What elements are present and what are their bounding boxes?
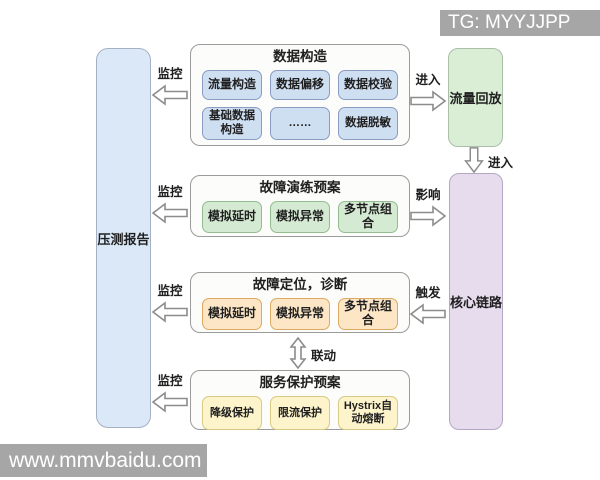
node-basic-data-construction: 基础数据构造 — [202, 107, 262, 140]
monitor-label: 监控 — [157, 185, 183, 199]
group-service-protection-plan: 服务保护预案 降级保护 限流保护 Hystrix自动熔断 — [190, 370, 410, 430]
group-title: 故障定位，诊断 — [252, 277, 348, 292]
node-degrade-protection: 降级保护 — [202, 396, 262, 430]
monitor-arrow-2: 监控 — [151, 184, 189, 224]
group-row: 流量构造 数据偏移 数据校验 — [202, 70, 398, 100]
node-pressure-test-report: 压测报告 — [96, 48, 151, 428]
arrow-left-icon — [151, 202, 188, 224]
node-simulate-exception: 模拟异常 — [270, 201, 330, 233]
enter-label: 进入 — [488, 156, 514, 170]
trigger-arrow: 触发 — [409, 285, 447, 325]
arrow-left-icon — [151, 301, 188, 323]
monitor-label: 监控 — [157, 67, 183, 81]
group-row: 降级保护 限流保护 Hystrix自动熔断 — [202, 396, 398, 430]
group-fault-drill-plan: 故障演练预案 模拟延时 模拟异常 多节点组合 — [190, 175, 410, 237]
node-data-masking: 数据脱敏 — [338, 107, 398, 140]
node-core-link: 核心链路 — [449, 173, 503, 430]
linkage-arrow — [288, 336, 308, 375]
arrow-right-icon — [410, 205, 447, 227]
monitor-arrow-3: 监控 — [151, 283, 189, 323]
group-title: 服务保护预案 — [259, 375, 341, 390]
watermark-website: www.mmvbaidu.com — [0, 444, 207, 477]
node-simulate-delay: 模拟延时 — [202, 298, 262, 330]
impact-label: 影响 — [415, 188, 441, 202]
node-traffic-construction: 流量构造 — [202, 70, 262, 100]
group-row: 基础数据构造 …… 数据脱敏 — [202, 107, 398, 140]
group-title: 数据构造 — [273, 49, 327, 64]
watermark-telegram: TG: MYYJJPP — [440, 10, 600, 36]
trigger-label: 触发 — [415, 286, 441, 300]
node-core-link-label: 核心链路 — [450, 295, 503, 310]
node-rate-limit-protection: 限流保护 — [270, 396, 330, 430]
node-simulate-exception: 模拟异常 — [270, 298, 330, 330]
impact-arrow: 影响 — [409, 187, 447, 227]
node-pressure-test-report-label: 压测报告 — [97, 231, 150, 247]
group-row: 模拟延时 模拟异常 多节点组合 — [202, 298, 398, 330]
node-multi-node-combo: 多节点组合 — [338, 201, 398, 233]
arrow-left-icon — [151, 84, 188, 106]
enter-down-arrow — [462, 146, 486, 179]
monitor-arrow-4: 监控 — [151, 373, 189, 413]
monitor-label: 监控 — [157, 374, 183, 388]
node-simulate-delay: 模拟延时 — [202, 201, 262, 233]
arrow-left-icon — [151, 391, 188, 413]
node-traffic-replay: 流量回放 — [448, 48, 503, 147]
node-traffic-replay-label: 流量回放 — [449, 91, 502, 106]
arrow-down-icon — [464, 147, 484, 174]
arrow-up-down-icon — [289, 336, 307, 370]
group-fault-diagnosis: 故障定位，诊断 模拟延时 模拟异常 多节点组合 — [190, 272, 410, 333]
enter-label: 进入 — [415, 73, 441, 87]
monitor-arrow-1: 监控 — [151, 66, 189, 106]
group-row: 模拟延时 模拟异常 多节点组合 — [202, 201, 398, 233]
arrow-left-icon — [409, 303, 446, 325]
node-data-offset: 数据偏移 — [270, 70, 330, 100]
node-data-validation: 数据校验 — [338, 70, 398, 100]
monitor-label: 监控 — [157, 284, 183, 298]
enter-arrow: 进入 — [409, 72, 447, 112]
node-ellipsis: …… — [270, 107, 330, 140]
linkage-label: 联动 — [311, 349, 337, 363]
group-title: 故障演练预案 — [259, 180, 341, 195]
arrow-right-icon — [410, 90, 447, 112]
group-data-construction: 数据构造 流量构造 数据偏移 数据校验 基础数据构造 …… 数据脱敏 — [190, 44, 410, 146]
node-hystrix-circuit-breaker: Hystrix自动熔断 — [338, 396, 398, 430]
node-multi-node-combo: 多节点组合 — [338, 298, 398, 330]
